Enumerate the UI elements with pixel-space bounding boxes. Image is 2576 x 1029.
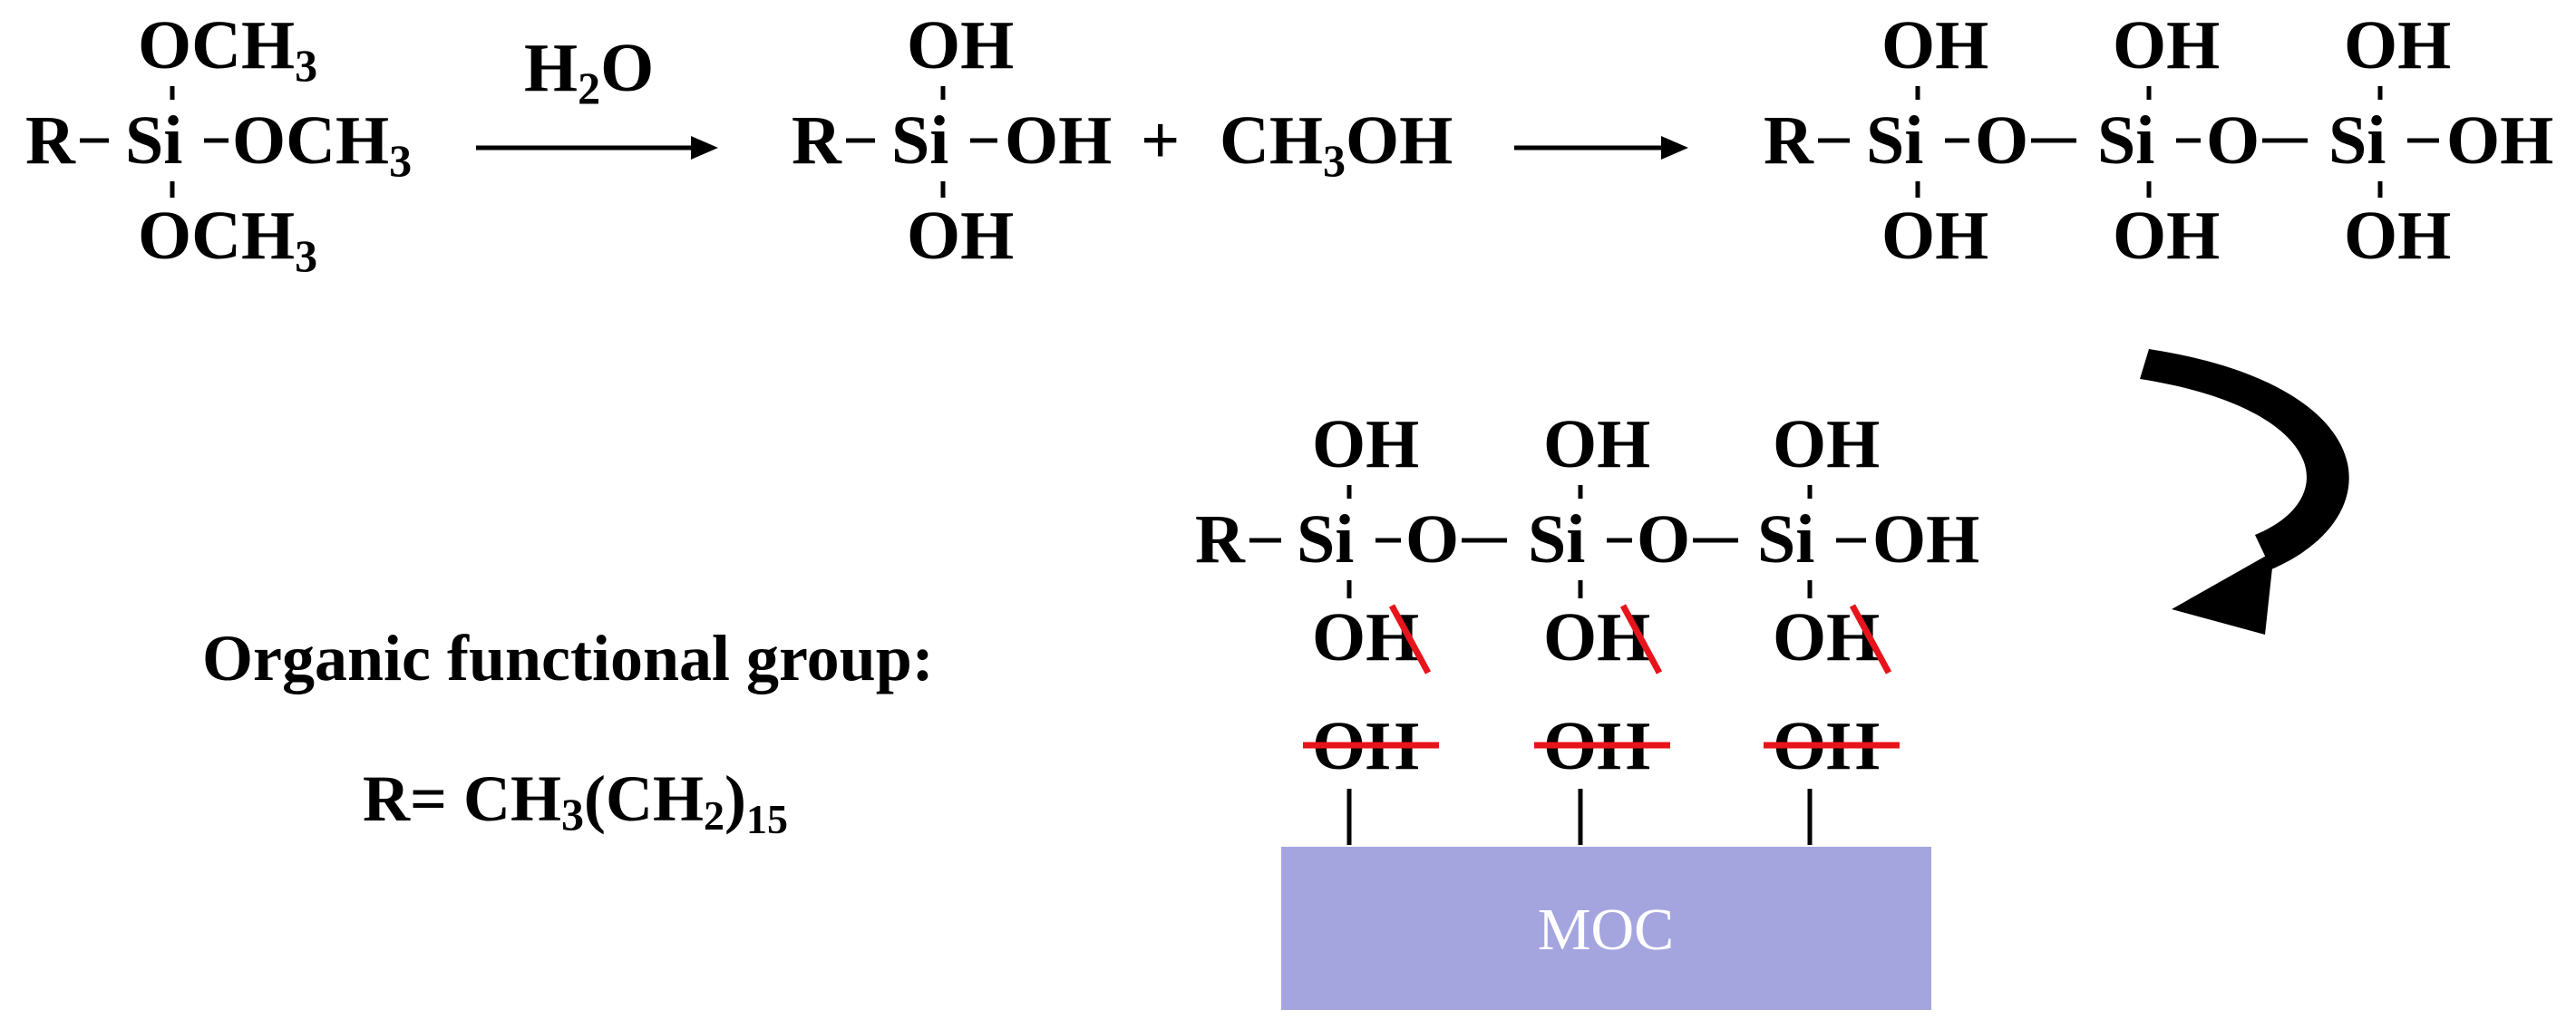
oligomer-oh-bot-3: OH — [2344, 198, 2451, 274]
oligomer-o-2: O — [2206, 102, 2260, 179]
strike-h-2 — [1619, 604, 1663, 675]
oligomer-top: OH OH OH R Si O Si O Si OH OH OH OH — [1764, 7, 2553, 274]
grafted-oh-bot-2: OH — [1543, 599, 1650, 675]
grafted-oh-right: OH — [1872, 501, 1979, 578]
oligomer-oh-top-1: OH — [1881, 7, 1988, 83]
water-label: H2O — [524, 30, 654, 113]
grafted-oh-bot-1: OH — [1312, 599, 1419, 675]
plus-sign: + — [1141, 102, 1180, 179]
silanol-r: R — [792, 102, 842, 179]
condensation-arrow — [1514, 136, 1688, 160]
oligomer-si-3: Si — [2328, 102, 2386, 179]
curved-arrow-body — [2140, 349, 2349, 569]
moc-label: MOC — [1538, 897, 1674, 963]
grafted-o-1: O — [1405, 501, 1459, 578]
oligomer-oh-right: OH — [2446, 102, 2553, 179]
oligomer-oh-top-2: OH — [2113, 7, 2220, 83]
r-formula: R= CH3(CH2)15 — [363, 762, 788, 842]
reagent-si: Si — [125, 102, 182, 179]
reagent-trimethoxysilane: OCH3 R Si OCH3 OCH3 — [25, 7, 412, 281]
silanol-oh-top: OH — [907, 7, 1014, 83]
silanol-oh-right: OH — [1005, 102, 1112, 179]
hydrolysis-arrow: H2O — [476, 30, 718, 160]
grafted-oh-top-2: OH — [1543, 406, 1650, 482]
oligomer-si-1: Si — [1866, 102, 1923, 179]
oligomer-r: R — [1764, 102, 1814, 179]
grafted-r: R — [1195, 501, 1246, 578]
organic-group-label: Organic functional group: — [202, 622, 934, 694]
strike-h-3 — [1849, 604, 1892, 675]
grafted-oh-top-3: OH — [1773, 406, 1880, 482]
grafted-oh-top-1: OH — [1312, 406, 1419, 482]
silanol-si: Si — [891, 102, 948, 179]
curved-arrow-head — [2172, 551, 2274, 635]
oligomer-grafted: OH OH OH R Si O Si O Si OH OH OH OH OH O… — [1195, 406, 1979, 845]
grafted-oh-bot-3: OH — [1773, 599, 1880, 675]
reagent-och3-mid: OCH3 — [232, 102, 412, 186]
oligomer-oh-bot-2: OH — [2113, 198, 2220, 274]
methanol: CH3OH — [1220, 102, 1453, 186]
grafted-o-2: O — [1637, 501, 1690, 578]
reagent-och3-bot: OCH3 — [138, 198, 317, 281]
silanol-triol: OH R Si OH OH — [792, 7, 1112, 274]
moc-block — [1281, 847, 1931, 1010]
oligomer-si-2: Si — [2097, 102, 2154, 179]
strike-h-1 — [1388, 604, 1432, 675]
oligomer-oh-top-3: OH — [2344, 7, 2451, 83]
reagent-r: R — [25, 102, 76, 179]
grafted-si-2: Si — [1528, 501, 1585, 578]
grafted-si-3: Si — [1757, 501, 1814, 578]
curved-arrow — [2140, 349, 2349, 635]
grafted-si-1: Si — [1297, 501, 1354, 578]
reagent-och3-top: OCH3 — [138, 7, 317, 91]
arrow-1-head — [691, 136, 718, 160]
moc-substrate: MOC — [1281, 847, 1931, 1010]
oligomer-o-1: O — [1975, 102, 2028, 179]
arrow-2-head — [1661, 136, 1688, 160]
silanol-oh-bot: OH — [907, 198, 1014, 274]
oligomer-oh-bot-1: OH — [1881, 198, 1988, 274]
